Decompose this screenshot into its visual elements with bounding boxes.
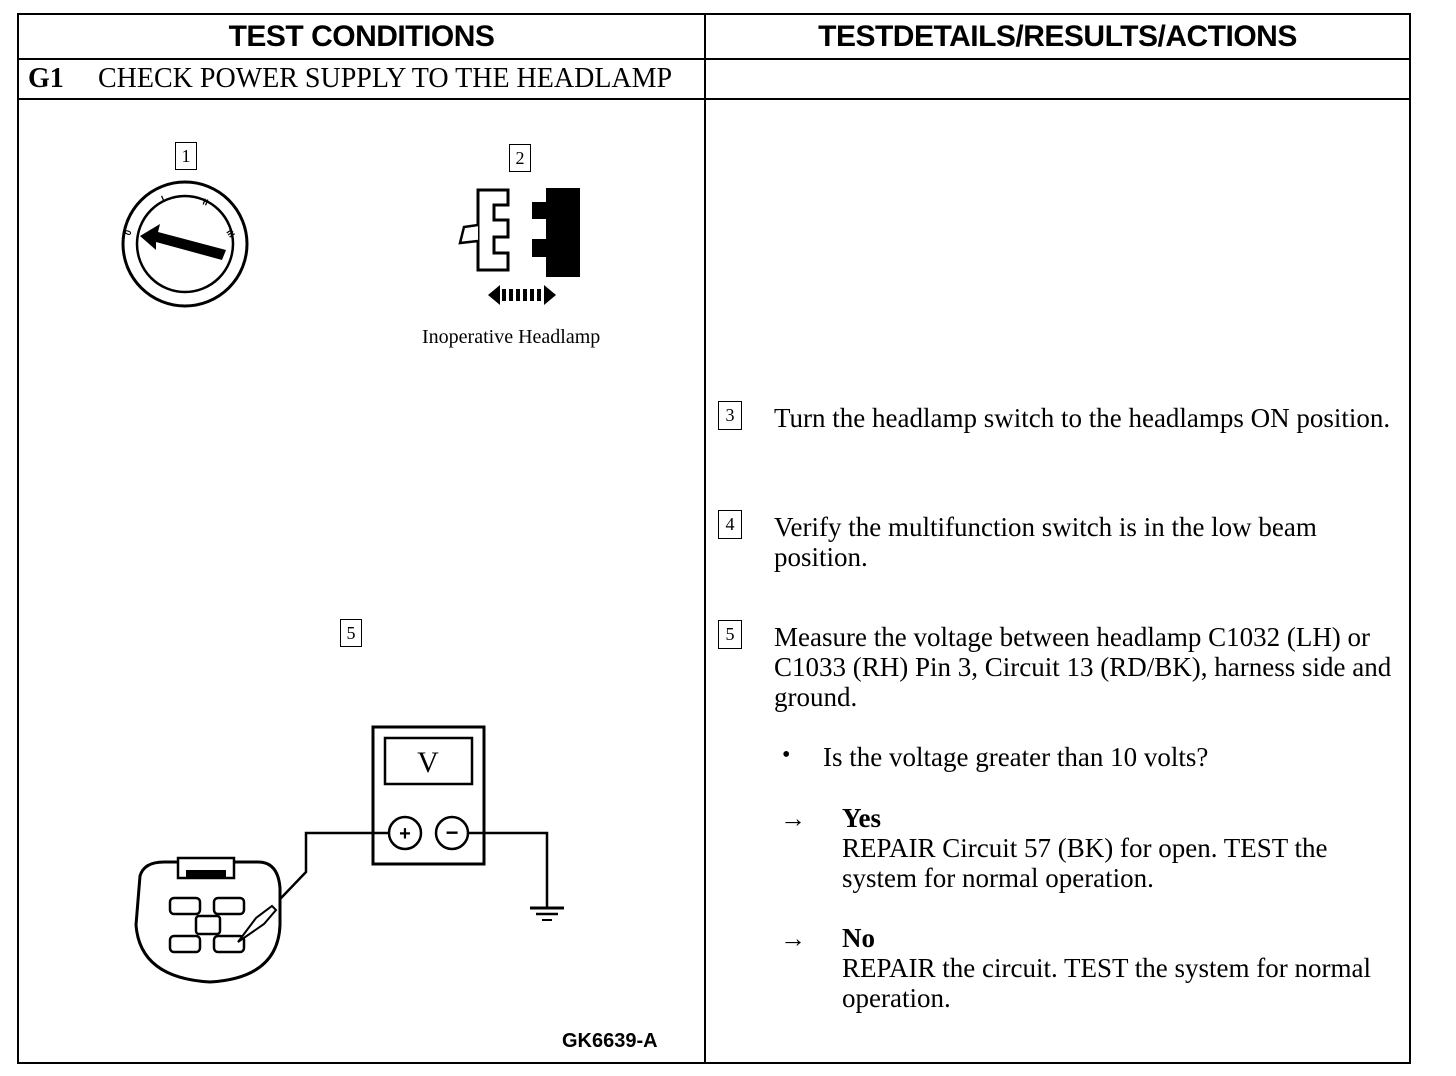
meter-label: V	[417, 746, 439, 779]
yes-arrow-icon: →	[780, 804, 806, 833]
step-5-text: Measure the voltage between headlamp C10…	[774, 622, 1392, 712]
ignition-switch-icon: 0 I II III	[121, 180, 249, 308]
section-divider	[17, 98, 1411, 100]
section-heading: CHECK POWER SUPPLY TO THE HEADLAMP	[98, 63, 673, 94]
question-bullet: •	[782, 742, 791, 768]
ignition-pos-3: III	[224, 227, 237, 239]
figure-caption: Inoperative Headlamp	[422, 326, 601, 348]
result-no: No REPAIR the circuit. TEST the system f…	[842, 923, 1402, 1013]
result-yes-text: REPAIR Circuit 57 (BK) for open. TEST th…	[842, 833, 1328, 893]
result-yes: Yes REPAIR Circuit 57 (BK) for open. TES…	[842, 803, 1402, 893]
ignition-pos-0: 0	[122, 229, 133, 237]
column-divider	[704, 13, 706, 1064]
header-test-details: TESTDETAILS/RESULTS/ACTIONS	[818, 20, 1297, 53]
section-code: G1	[28, 63, 64, 94]
step-5-number: 5	[718, 620, 742, 649]
step-4-number: 4	[718, 510, 742, 539]
table-frame	[17, 13, 1411, 1064]
header-divider	[17, 58, 1411, 60]
no-arrow-icon: →	[780, 924, 806, 953]
svg-text:−: −	[446, 820, 459, 845]
result-no-label: No	[842, 923, 875, 953]
figure-id: GK6639-A	[562, 1030, 658, 1052]
question-text: Is the voltage greater than 10 volts?	[823, 742, 1209, 772]
step-3-number: 3	[718, 401, 742, 430]
step-3-text: Turn the headlamp switch to the headlamp…	[774, 403, 1391, 433]
result-yes-label: Yes	[842, 803, 881, 833]
callout-2: 2	[509, 144, 531, 172]
svg-text:+: +	[399, 823, 411, 845]
step-4-text: Verify the multifunction switch is in th…	[774, 512, 1317, 572]
connector-disconnect-icon	[458, 188, 580, 305]
result-no-text: REPAIR the circuit. TEST the system for …	[842, 953, 1371, 1013]
section-title: G1 CHECK POWER SUPPLY TO THE HEADLAMP	[28, 60, 672, 98]
ignition-pos-1: I	[160, 194, 167, 204]
voltmeter-diagram: V + −	[134, 725, 564, 984]
callout-5: 5	[340, 619, 362, 647]
ignition-pos-2: II	[201, 196, 209, 207]
header-test-conditions: TEST CONDITIONS	[228, 20, 495, 53]
callout-1: 1	[175, 142, 197, 170]
